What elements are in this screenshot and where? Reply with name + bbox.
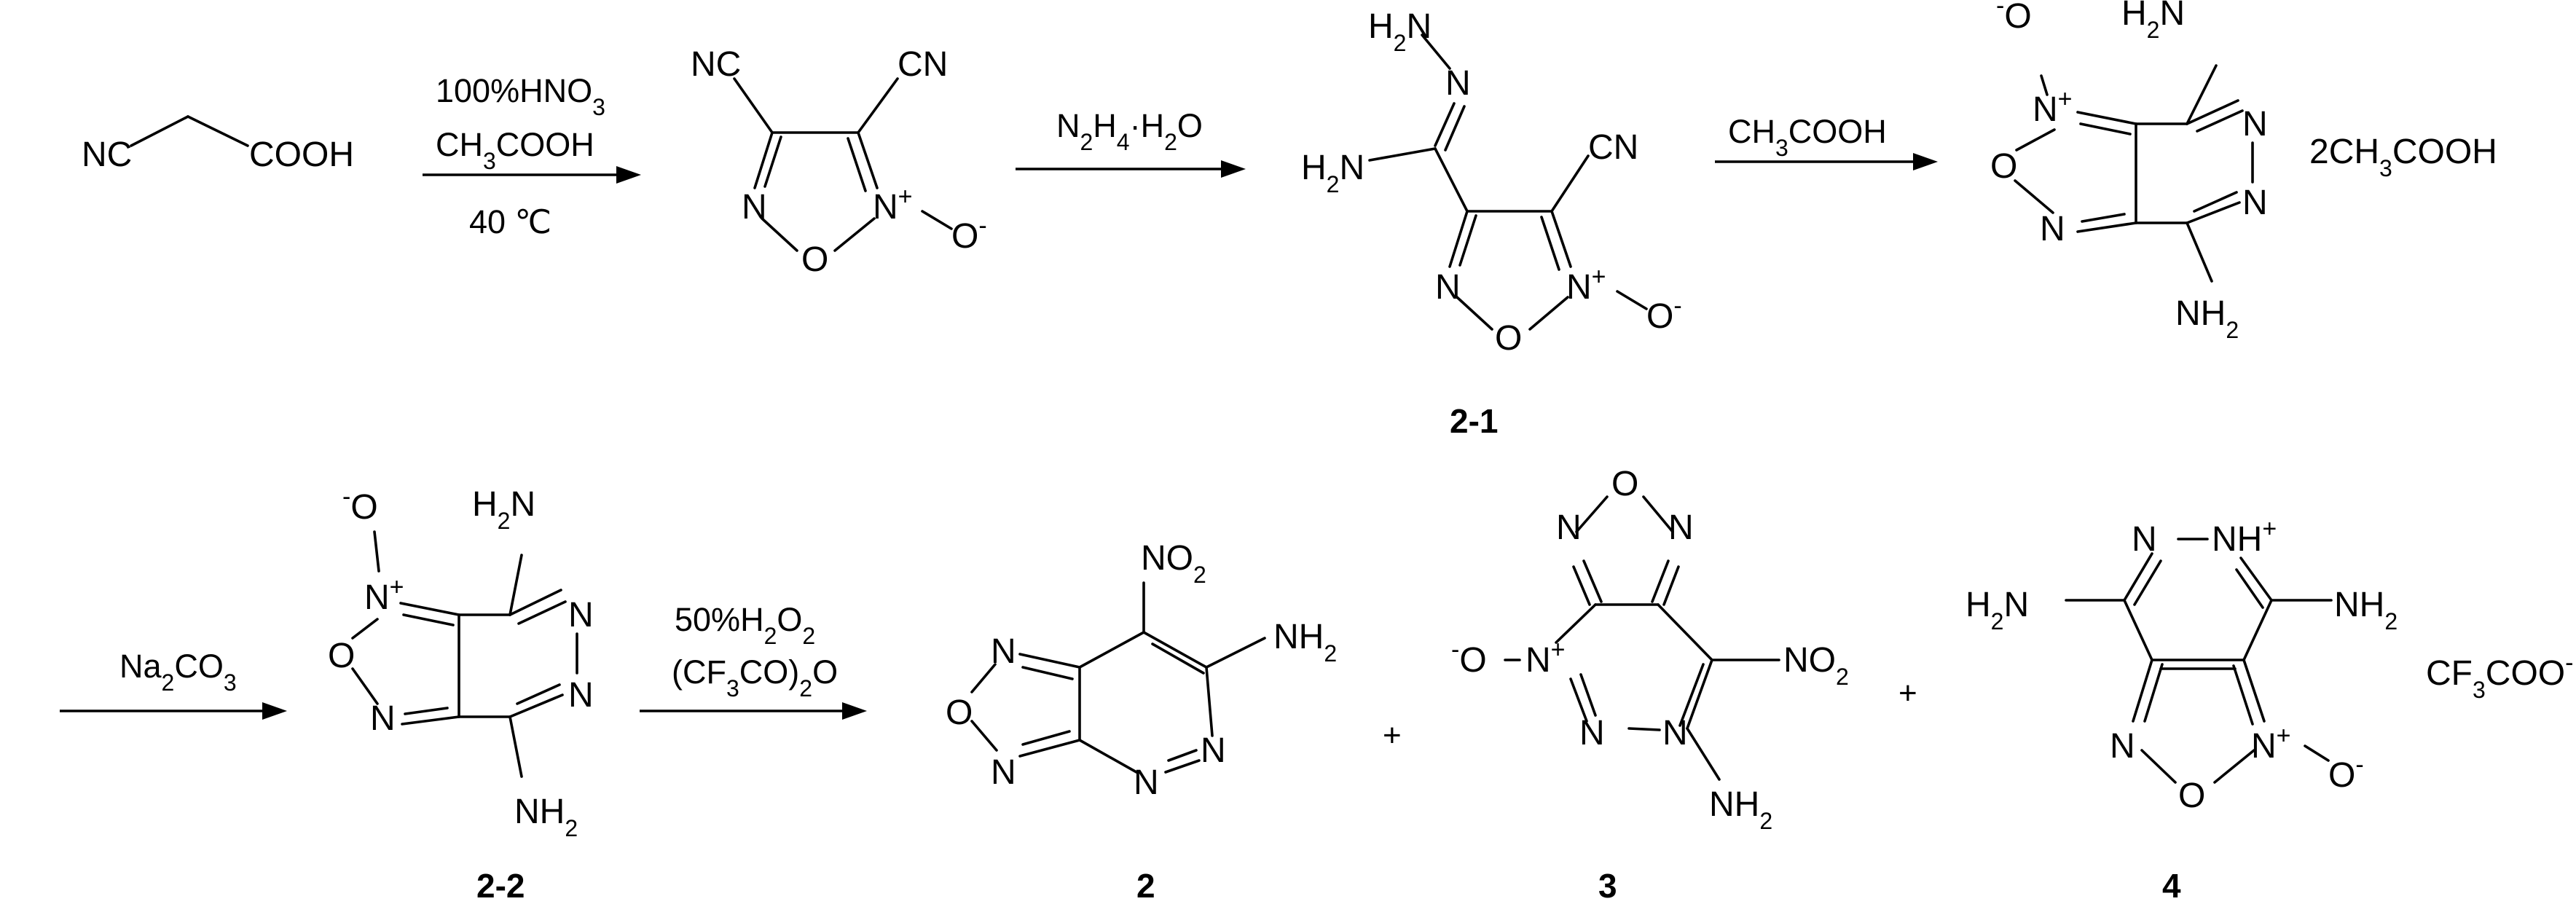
furazan-o: O <box>946 693 973 732</box>
nh2-group: NH2 <box>1273 618 1337 667</box>
arrow-step-5: 50%H2O2 (CF3CO)2O <box>640 601 867 720</box>
pyridazine-n1: N <box>1134 763 1159 802</box>
nh2-bottom: NH2 <box>514 793 578 841</box>
cond-tfaa: (CF3CO)2O <box>672 653 838 701</box>
ring-nplus: N+ <box>2251 722 2291 766</box>
pyridazine-n2: N <box>568 676 594 715</box>
cond-hydrazine: N2H4·H2O <box>1056 107 1203 155</box>
ring-o: O <box>801 240 828 279</box>
o-minus: -O <box>1996 0 2032 36</box>
o-minus: O- <box>951 212 987 256</box>
compound-label: 2 <box>1136 867 1155 904</box>
plus-sign-1: + <box>1383 718 1402 753</box>
cooh-group: COOH <box>249 135 354 174</box>
compound-3: O N N -O N+ NO2 N N NH2 3 <box>1451 465 1849 904</box>
ring-nplus: N+ <box>1525 636 1566 680</box>
pyridazine-n2: N <box>1662 714 1688 752</box>
cn-group: CN <box>1588 128 1638 167</box>
furazan-n2: N <box>991 753 1016 792</box>
no2-group: NO2 <box>1141 539 1206 588</box>
pyridazine-n2: N <box>2242 184 2268 222</box>
cond-h2o2: 50%H2O2 <box>675 601 815 649</box>
furoxan-o: O <box>2178 777 2205 815</box>
ring-o: O <box>1495 319 1522 358</box>
ring-n: N <box>1435 268 1461 307</box>
arrow-step-4: Na2CO3 <box>60 648 287 720</box>
ring-nplus: N+ <box>873 183 913 227</box>
ring-nplus: N+ <box>2033 85 2073 129</box>
dicyanofuroxan: NC CN N O N+ O- <box>691 45 987 279</box>
nh2-group: NH2 <box>1709 785 1772 834</box>
furazan-n1: N <box>991 632 1016 671</box>
furazan-o: O <box>1611 465 1638 503</box>
acetic-acid-counter: 2CH3COOH <box>2309 133 2497 181</box>
ring-n: N <box>2040 210 2065 248</box>
furazan-n1: N <box>1556 508 1582 547</box>
compound-2-2: -O N+ O N H2N N N NH2 2-2 <box>328 483 594 904</box>
h2n-top: H2N <box>2121 0 2185 43</box>
cond-na2co3: Na2CO3 <box>119 648 237 696</box>
pyridazine-n: N <box>1579 714 1605 752</box>
pyridazine-n1: N <box>568 596 594 634</box>
h2n-top: H2N <box>472 485 535 534</box>
pyridazine-n1: N <box>2242 105 2268 144</box>
cond-temp: 40 ℃ <box>469 203 551 240</box>
nh2-bottom: NH2 <box>2175 294 2239 343</box>
compound-2-1: H2N N H2N CN N O N+ O- 2-1 <box>1301 7 1682 440</box>
pyridazine-nhplus: NH+ <box>2212 515 2277 559</box>
ring-nplus: N+ <box>1566 263 1606 307</box>
cond-acoh-3: CH3COOH <box>1728 113 1887 161</box>
compound-4: N NH+ H2N NH2 N N+ O- O CF3COO- 4 <box>1966 515 2573 904</box>
furazan-n2: N <box>1668 508 1694 547</box>
cn-group: CN <box>898 45 948 84</box>
compound-2: NO2 NH2 N O N N N 2 <box>946 539 1337 904</box>
ring-n: N <box>370 699 396 738</box>
compound-label: 4 <box>2162 867 2181 904</box>
furoxan-n: N <box>2110 727 2135 766</box>
ring-n: N <box>742 188 767 227</box>
ring-nplus: N+ <box>364 573 404 617</box>
h2n-hydrazone: H2N <box>1368 7 1432 56</box>
arrow-step-1: 100%HNO3 CH3COOH 40 ℃ <box>423 72 641 240</box>
o-minus: O- <box>2328 751 2364 795</box>
no2-group: NO2 <box>1783 641 1849 690</box>
cond-hno3: 100%HNO3 <box>436 72 605 120</box>
ring-o: O <box>1990 147 2017 186</box>
compound-label: 2-2 <box>476 867 525 904</box>
h2n-amidine: H2N <box>1301 149 1364 197</box>
pyridazine-n2: N <box>1201 731 1226 770</box>
plus-sign-2: + <box>1898 675 1917 711</box>
arrow-step-3: CH3COOH <box>1715 113 1938 170</box>
cond-acoh: CH3COOH <box>436 126 594 174</box>
diamine-salt: -O N+ O N H2N N N NH2 2CH3COOH <box>1990 0 2497 343</box>
o-minus: -O <box>342 483 378 527</box>
ring-o: O <box>328 637 355 675</box>
nc-group: NC <box>691 45 741 84</box>
cyanoacetic-acid: NC COOH <box>82 115 354 174</box>
o-minus: O- <box>1646 292 1682 336</box>
pyridazine-n: N <box>2132 520 2157 559</box>
nc-group: NC <box>82 135 132 174</box>
arrow-step-2: N2H4·H2O <box>1016 107 1246 178</box>
nh2-group: NH2 <box>2334 586 2398 634</box>
tfa-counter: CF3COO- <box>2426 649 2573 703</box>
compound-label: 3 <box>1598 867 1617 904</box>
hydrazone-n: N <box>1445 64 1471 103</box>
o-minus: -O <box>1451 636 1487 680</box>
compound-label: 2-1 <box>1450 402 1498 440</box>
h2n-group: H2N <box>1966 586 2029 634</box>
